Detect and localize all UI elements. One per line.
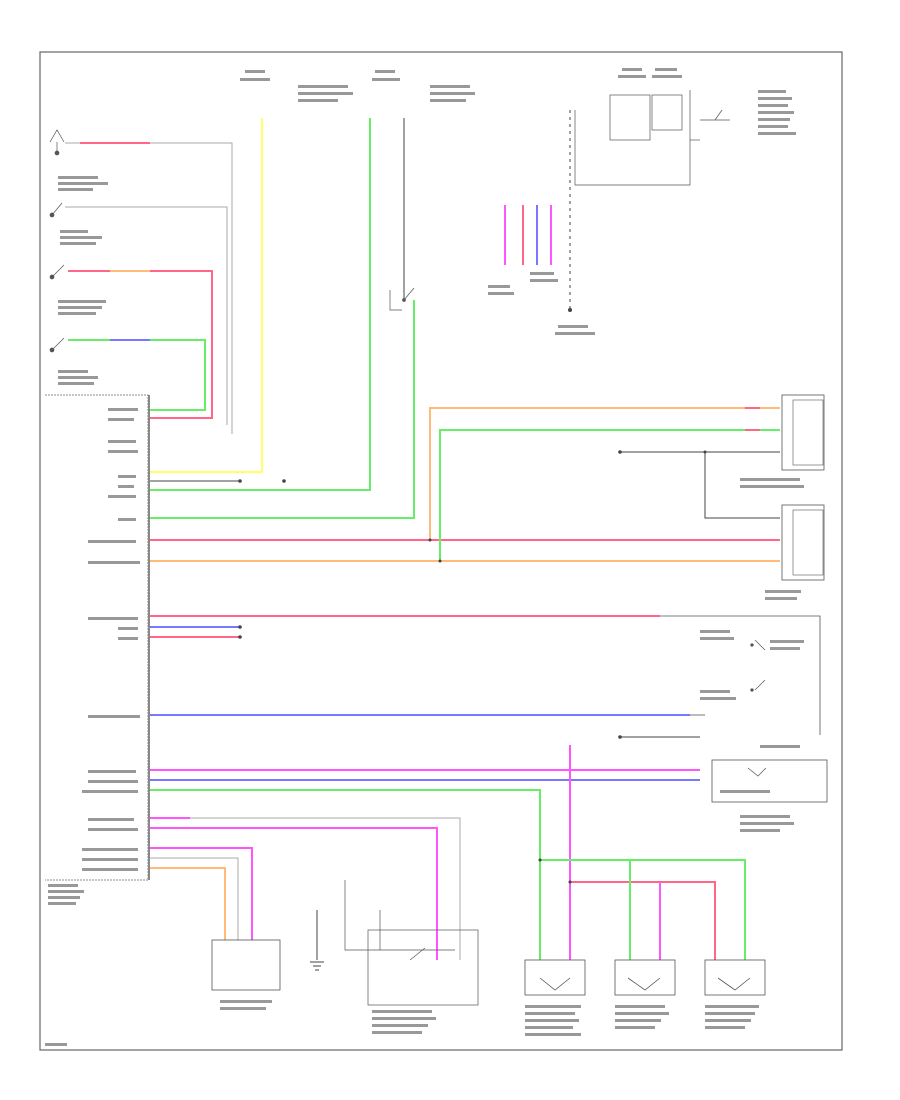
diagram-frame (39, 51, 843, 1051)
passenger-power-window-switch (765, 504, 825, 600)
remote-keyless-receiver (211, 939, 281, 1010)
lower-actuator-wires (150, 745, 746, 960)
power-window-wires (150, 615, 821, 738)
door-lock-actuator-labels (525, 1005, 759, 1036)
back-door-switch (344, 880, 479, 1034)
connector-stub-pins (488, 205, 558, 295)
ground-symbol (310, 910, 324, 971)
back-door-lock-actuator (711, 759, 828, 832)
splice-dots (238, 450, 707, 884)
bcm-pin-labels (82, 408, 140, 871)
bcm-module (45, 394, 150, 905)
door-switch-group-left (49, 129, 65, 353)
diagram-reference-code (45, 1043, 67, 1046)
top-fuse-feeds (150, 118, 415, 519)
window-switch-symbols (700, 630, 804, 748)
passenger-door-lock-switch (740, 394, 825, 488)
top-fuse-labels (240, 70, 475, 102)
wire-color-marks-right (745, 407, 760, 431)
relay-block (574, 90, 730, 186)
relay-ground-wire (555, 110, 595, 335)
door-lock-actuators (524, 959, 766, 996)
left-switch-wires (65, 142, 233, 434)
door-switch-labels (58, 176, 108, 385)
key-switch (389, 287, 415, 311)
relay-labels (618, 68, 796, 135)
door-lock-wires (150, 407, 780, 562)
